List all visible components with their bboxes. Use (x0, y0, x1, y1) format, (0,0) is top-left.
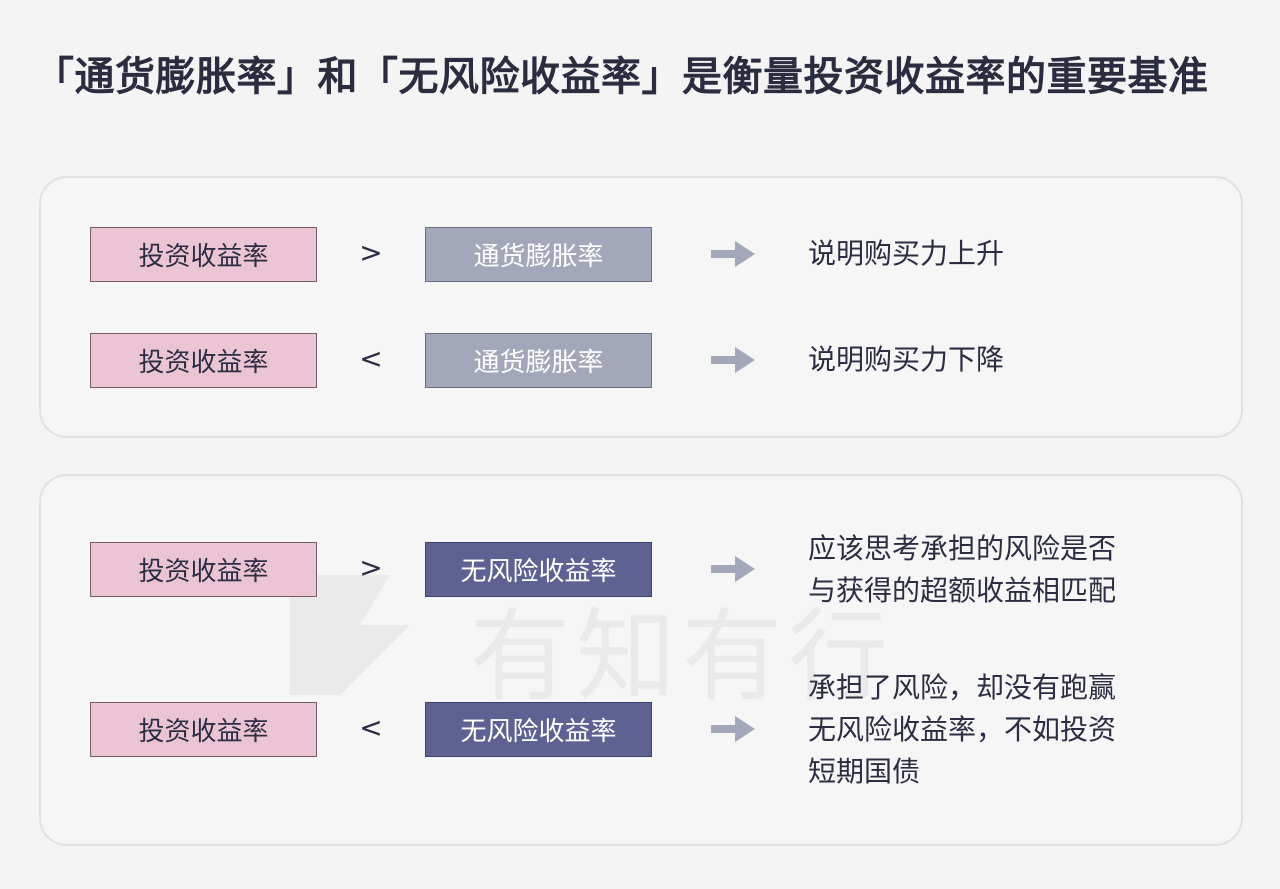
row-2-inflation-box: 通货膨胀率 (425, 333, 652, 388)
row-1-arrow-icon (711, 241, 755, 267)
row-3-result: 应该思考承担的风险是否 与获得的超额收益相匹配 (808, 528, 1228, 612)
row-2-arrow-icon (711, 347, 755, 373)
row-3-result-line-1: 应该思考承担的风险是否 (808, 532, 1117, 565)
row-3-operator: > (359, 551, 383, 584)
row-4-investment-return-box: 投资收益率 (90, 702, 317, 757)
row-3-risk-free-box: 无风险收益率 (425, 542, 652, 597)
row-3-investment-return-box: 投资收益率 (90, 542, 317, 597)
page-title: 「通货膨胀率」和「无风险收益率」是衡量投资收益率的重要基准 (34, 54, 1209, 100)
row-1-result-line-1: 说明购买力上升 (808, 237, 1005, 270)
row-4-result-line-1: 承担了风险，却没有跑赢 (808, 671, 1117, 704)
row-1-inflation-box: 通货膨胀率 (425, 227, 652, 282)
row-4-result: 承担了风险，却没有跑赢 无风险收益率，不如投资 短期国债 (808, 667, 1228, 793)
row-4-arrow-icon (711, 716, 755, 742)
row-1-operator: > (359, 236, 383, 269)
row-2-result: 说明购买力下降 (808, 339, 1228, 381)
row-4-result-line-2: 无风险收益率，不如投资 (808, 713, 1117, 746)
row-2-investment-return-box: 投资收益率 (90, 333, 317, 388)
row-2-result-line-1: 说明购买力下降 (808, 343, 1005, 376)
inflation-comparison-panel (39, 176, 1243, 438)
row-2-operator: < (359, 342, 383, 375)
row-4-operator: < (359, 711, 383, 744)
risk-free-comparison-panel (39, 474, 1243, 846)
row-1-result: 说明购买力上升 (808, 233, 1228, 275)
row-3-result-line-2: 与获得的超额收益相匹配 (808, 574, 1117, 607)
row-3-arrow-icon (711, 556, 755, 582)
row-4-risk-free-box: 无风险收益率 (425, 702, 652, 757)
row-4-result-line-3: 短期国债 (808, 755, 921, 788)
row-1-investment-return-box: 投资收益率 (90, 227, 317, 282)
